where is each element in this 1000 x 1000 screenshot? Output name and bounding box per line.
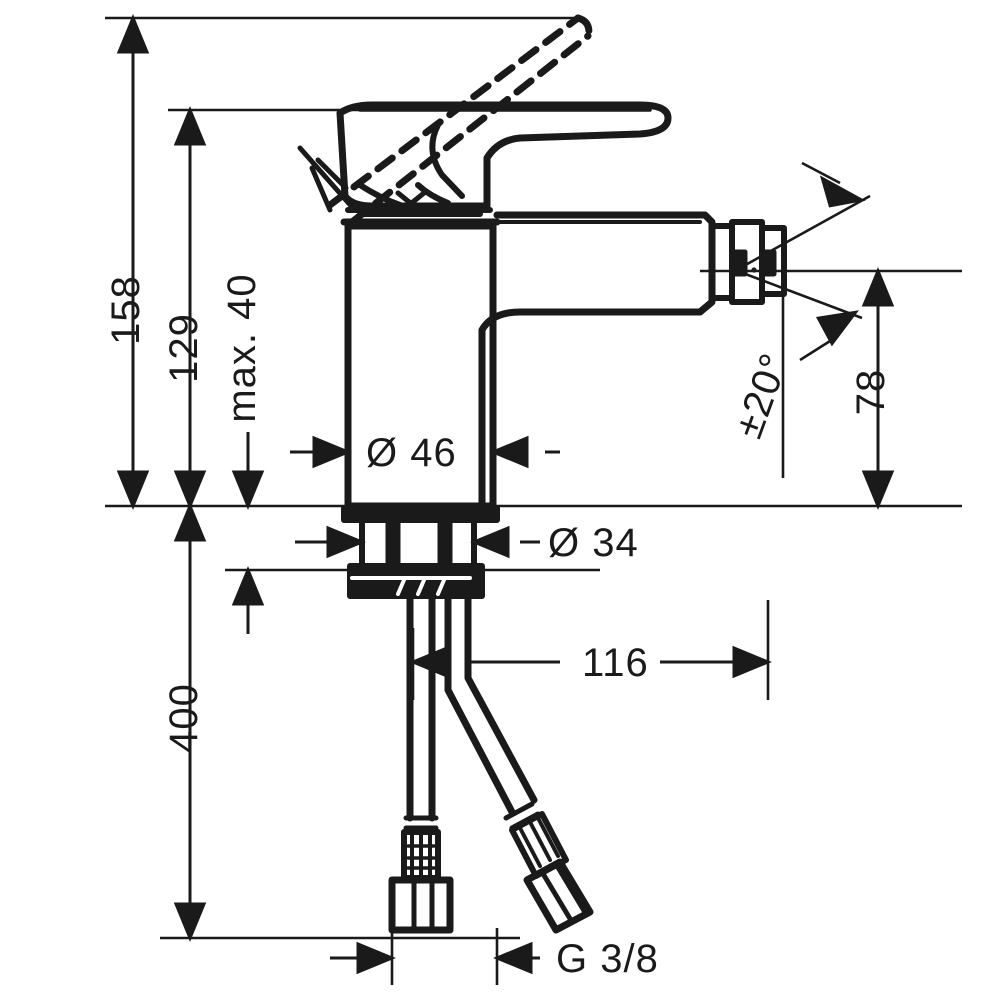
arrow-angle-lower xyxy=(815,310,859,347)
aerator-slot-right xyxy=(761,249,777,277)
hose-right-braid-lines xyxy=(518,816,560,868)
mounting-shank xyxy=(359,517,477,569)
shank-thread-a xyxy=(385,517,401,569)
lever-cross-detail xyxy=(395,190,427,217)
arrow-129-top xyxy=(173,106,207,146)
arrow-max40-bottom xyxy=(231,470,265,510)
arrow-g38-left xyxy=(356,941,396,975)
dimension-label-g38: G 3/8 xyxy=(556,937,659,981)
hose-nut-left-facets xyxy=(411,877,435,933)
arrow-78-bottom xyxy=(861,470,895,510)
dimension-label-158: 158 xyxy=(104,275,148,345)
lever-raised-bottom-edge xyxy=(348,32,592,226)
mixer-body-geometry xyxy=(297,14,787,934)
dimension-label-max40: max. 40 xyxy=(220,273,264,422)
shank-thread-b xyxy=(437,517,453,569)
arrow-g38-right xyxy=(493,941,533,975)
arrow-78-top xyxy=(861,267,895,307)
lever-handle-raised-dashed xyxy=(326,14,593,226)
dimension-label-d46: Ø 46 xyxy=(366,431,457,475)
lever-raised-leader xyxy=(297,145,355,210)
flexible-hose-right xyxy=(444,592,516,816)
arrow-129-bottom xyxy=(173,470,207,510)
hose-nut-right xyxy=(523,858,594,934)
arrow-400-bottom xyxy=(173,902,207,942)
lever-stop-left-b xyxy=(309,165,333,213)
arrow-d46-left xyxy=(312,435,352,469)
dimension-label-400: 400 xyxy=(162,683,206,753)
hose-left-braid-cross xyxy=(406,844,436,870)
mounting-nut xyxy=(347,563,485,599)
dimension-label-129: 129 xyxy=(162,313,206,383)
arrow-158-bottom xyxy=(116,470,150,510)
extension-lines xyxy=(105,16,962,985)
aerator-slot-left xyxy=(732,249,748,277)
lever-raised-top-edge xyxy=(326,14,582,209)
hose-nut-right-facets xyxy=(539,861,589,925)
dimension-label-angle: ±20° xyxy=(726,347,797,443)
dimension-label-78: 78 xyxy=(849,369,893,416)
hose-left-ferrule xyxy=(403,815,439,831)
aerator-pivot-point xyxy=(751,267,757,273)
flexible-hose-right-edge xyxy=(464,592,538,804)
dimension-label-116: 116 xyxy=(582,641,649,685)
arrow-158-top xyxy=(116,14,150,54)
hose-nut-left xyxy=(388,876,454,934)
arrow-angle-upper xyxy=(819,175,866,208)
arrow-d46-right xyxy=(489,435,529,469)
lever-stop-left xyxy=(315,157,349,191)
angle-leader-lower xyxy=(739,270,863,320)
dimension-label-d34: Ø 34 xyxy=(548,521,639,565)
mounting-nut-knurl xyxy=(396,578,446,596)
dimension-lines xyxy=(116,14,895,942)
lever-handle xyxy=(336,101,672,210)
arrow-400-top xyxy=(173,502,207,542)
lever-pivot-arm xyxy=(429,122,465,199)
angle-leader-upper-tail xyxy=(801,161,841,185)
hose-right-braid xyxy=(509,811,569,879)
arrow-d34-left xyxy=(326,525,366,559)
arrow-secondary-top xyxy=(231,566,265,606)
lever-raised-tip xyxy=(574,14,593,42)
arrow-116-right xyxy=(732,645,772,679)
arrow-d34-right xyxy=(470,525,510,559)
